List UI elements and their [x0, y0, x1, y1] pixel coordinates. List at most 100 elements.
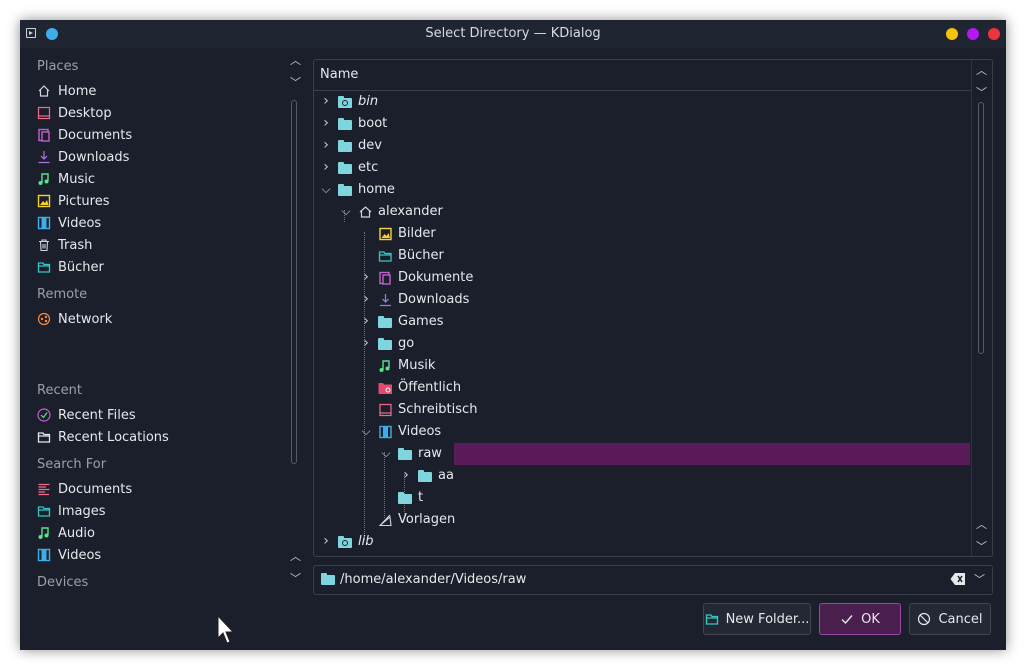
new-folder-button[interactable]: New Folder... — [703, 603, 811, 635]
tree-row[interactable]: ›lib — [314, 531, 970, 553]
place-label: Home — [58, 83, 97, 99]
place-recent-locations[interactable]: Recent Locations — [37, 426, 169, 448]
collapse-chevron-icon[interactable]: ⌵ — [381, 446, 391, 460]
tree-row[interactable]: ›etc — [314, 157, 970, 179]
places-scrollbar[interactable]: ︿ ﹀ ︿ ﹀ — [286, 48, 306, 600]
place-label: Videos — [58, 215, 102, 231]
collapse-chevron-icon[interactable]: ⌵ — [321, 182, 331, 196]
column-name[interactable]: Name — [320, 67, 359, 82]
cancel-icon — [917, 612, 931, 626]
place-documents[interactable]: Documents — [37, 124, 132, 146]
scroll-up-icon[interactable]: ︿ — [976, 518, 987, 531]
expand-chevron-icon[interactable]: › — [363, 335, 369, 351]
tree-row-label: home — [358, 182, 395, 197]
cancel-button[interactable]: Cancel — [909, 603, 991, 635]
tree-row[interactable]: ⌵alexander — [314, 201, 970, 223]
expand-chevron-icon[interactable]: › — [323, 137, 329, 153]
place-videos[interactable]: Videos — [37, 212, 101, 234]
keep-above-icon[interactable] — [46, 28, 58, 40]
place-search-images[interactable]: Images — [37, 500, 106, 522]
expand-chevron-icon[interactable]: › — [323, 93, 329, 109]
tree-row[interactable]: Vorlagen — [314, 509, 970, 531]
expand-chevron-icon[interactable]: › — [363, 269, 369, 285]
tree-row[interactable]: ›boot — [314, 113, 970, 135]
ok-label: OK — [861, 611, 880, 627]
tree-row[interactable]: ›go — [314, 333, 970, 355]
tree-scrollbar[interactable]: ︿ ﹀ ︿ ﹀ — [971, 60, 992, 556]
title-bar[interactable]: Select Directory — KDialog — [20, 20, 1006, 48]
expand-chevron-icon[interactable]: › — [323, 533, 329, 549]
tree-row[interactable]: ⌵ home — [314, 179, 970, 201]
collapse-chevron-icon[interactable]: ⌵ — [361, 424, 371, 438]
collapse-chevron-icon[interactable]: ⌵ — [341, 204, 351, 218]
tree-header[interactable]: Name — [314, 60, 971, 91]
places-scroll-thumb[interactable] — [291, 100, 297, 464]
tree-row[interactable]: t — [314, 487, 970, 509]
checkmark-icon — [840, 612, 854, 626]
recent-files-icon — [37, 408, 51, 422]
tree-row[interactable]: Bücher — [314, 245, 970, 267]
music-icon — [37, 172, 51, 186]
place-network[interactable]: Network — [37, 308, 112, 330]
place-pictures[interactable]: Pictures — [37, 190, 109, 212]
close-button[interactable] — [988, 28, 1000, 40]
location-input[interactable]: /home/alexander/Videos/raw — [340, 572, 527, 587]
scroll-down-icon[interactable]: ﹀ — [290, 76, 301, 89]
tree-row[interactable]: Bilder — [314, 223, 970, 245]
place-buecher[interactable]: Bücher — [37, 256, 104, 278]
tree-row[interactable]: ›aa — [314, 465, 970, 487]
place-search-documents[interactable]: Documents — [37, 478, 132, 500]
place-home[interactable]: Home — [37, 80, 96, 102]
folder-icon — [378, 316, 392, 328]
scroll-up-icon[interactable]: ︿ — [290, 54, 301, 67]
section-devices: Devices — [37, 575, 89, 590]
tree-row-label: Bilder — [398, 226, 436, 241]
tree-row-label: Schreibtisch — [398, 402, 478, 417]
place-recent-files[interactable]: Recent Files — [37, 404, 136, 426]
folder-icon — [37, 260, 51, 274]
tree-row[interactable]: Öffentlich — [314, 377, 970, 399]
place-downloads[interactable]: Downloads — [37, 146, 129, 168]
place-music[interactable]: Music — [37, 168, 95, 190]
scroll-down-icon[interactable]: ﹀ — [976, 86, 987, 99]
place-trash[interactable]: Trash — [37, 234, 92, 256]
tree-row[interactable]: › Downloads — [314, 289, 970, 311]
scroll-down-icon[interactable]: ﹀ — [976, 540, 987, 553]
minimize-button[interactable] — [946, 28, 958, 40]
place-search-audio[interactable]: Audio — [37, 522, 95, 544]
tree-guide — [364, 232, 365, 540]
dropdown-chevron-icon[interactable]: ﹀ — [974, 573, 985, 586]
scroll-down-icon[interactable]: ﹀ — [290, 572, 301, 585]
tree-row[interactable]: Musik — [314, 355, 970, 377]
pictures-icon — [378, 227, 393, 241]
location-combobox[interactable]: /home/alexander/Videos/raw ﹀ — [313, 565, 993, 595]
tree-scroll-thumb[interactable] — [978, 102, 984, 354]
window-menu-icon[interactable] — [26, 28, 36, 38]
scroll-up-icon[interactable]: ︿ — [290, 550, 301, 563]
tree-row[interactable]: ⌵Videos — [314, 421, 970, 443]
maximize-button[interactable] — [967, 28, 979, 40]
documents-icon — [378, 271, 393, 285]
expand-chevron-icon[interactable]: › — [363, 291, 369, 307]
tree-row[interactable]: ›Dokumente — [314, 267, 970, 289]
scroll-up-icon[interactable]: ︿ — [976, 64, 987, 77]
expand-chevron-icon[interactable]: › — [403, 467, 409, 483]
tree-row[interactable]: ›Games — [314, 311, 970, 333]
clear-text-icon[interactable] — [950, 572, 966, 590]
expand-chevron-icon[interactable]: › — [323, 159, 329, 175]
ok-button[interactable]: OK — [819, 603, 901, 635]
tree-row[interactable]: ›bin — [314, 91, 970, 113]
place-desktop[interactable]: Desktop — [37, 102, 112, 124]
tree-row-label: Downloads — [398, 292, 470, 307]
tree-row[interactable]: ⌵raw — [381, 443, 970, 465]
tree-row[interactable]: Schreibtisch — [314, 399, 970, 421]
expand-chevron-icon[interactable]: › — [363, 313, 369, 329]
place-label: Recent Files — [58, 407, 136, 423]
place-search-videos[interactable]: Videos — [37, 544, 101, 566]
expand-chevron-icon[interactable]: › — [323, 115, 329, 131]
place-label: Videos — [58, 547, 102, 563]
public-icon — [378, 381, 393, 394]
tree-row[interactable]: ›dev — [314, 135, 970, 157]
place-label: Images — [58, 503, 106, 519]
